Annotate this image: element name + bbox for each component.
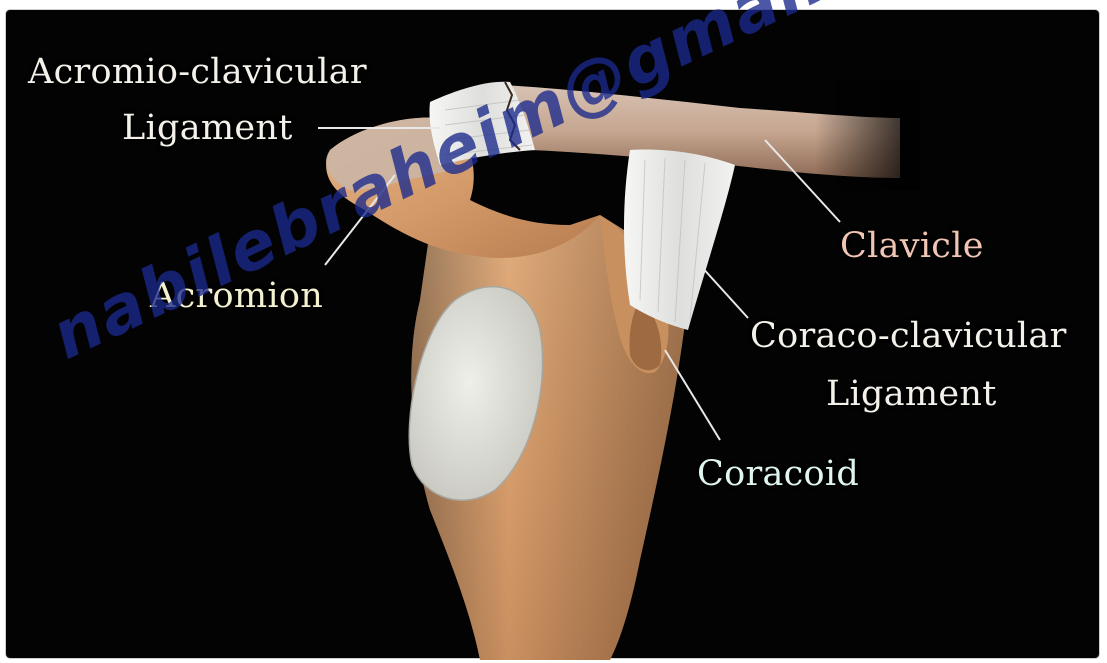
cc-ligament-leader xyxy=(700,265,748,318)
label-coraco-clavicular: Coraco-clavicular xyxy=(750,316,1067,356)
label-acromio-clavicular: Acromio-clavicular xyxy=(28,52,367,92)
label-coraco-clavicular-ligament: Ligament xyxy=(826,374,997,414)
label-acromio-clavicular-line1: Acromio-clavicular xyxy=(28,52,367,92)
label-clavicle: Clavicle xyxy=(840,226,984,266)
label-acromio-clavicular-line2: Ligament xyxy=(122,108,293,148)
label-acromio-clavicular-ligament: Ligament xyxy=(122,108,293,148)
cc-ligament-shape xyxy=(624,150,735,330)
label-acromion: Acromion xyxy=(150,276,323,316)
label-coracoid: Coracoid xyxy=(697,454,859,494)
